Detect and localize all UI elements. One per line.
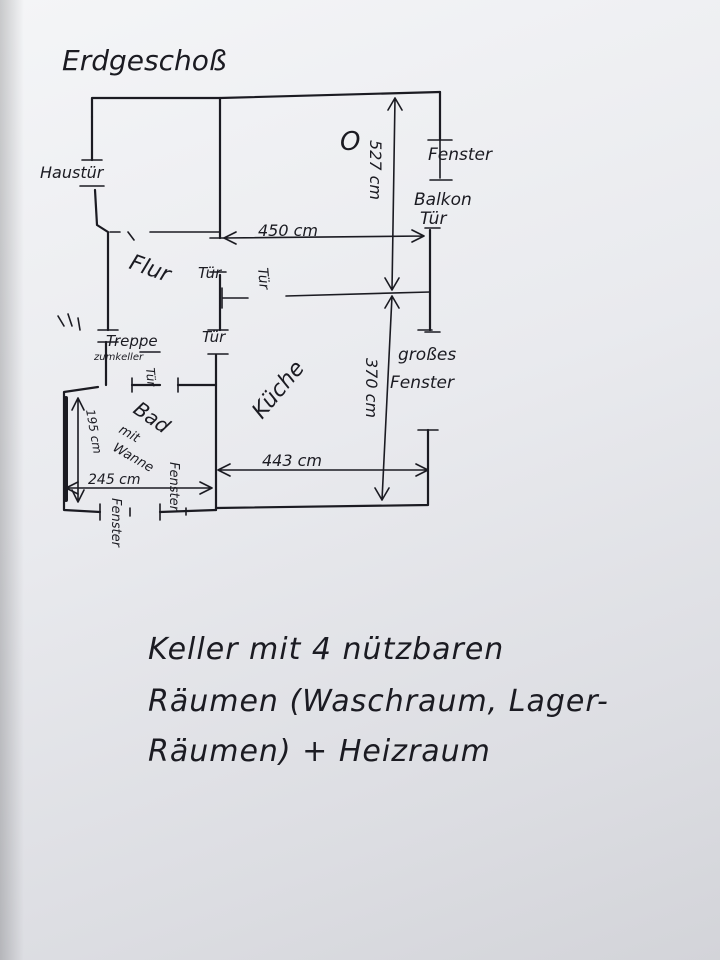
tuer-mid-mark (221, 287, 431, 309)
dim-450-line (223, 229, 425, 245)
room-bad-sub2: Wanne (110, 440, 156, 475)
label-balkon-tuer: Tür (420, 209, 447, 229)
room-kueche: Küche (247, 356, 309, 424)
left-wall-mid (93, 188, 110, 332)
dim-443-line (217, 463, 429, 477)
grosses-fenster-mark (417, 329, 439, 431)
label-tuer-mid: Tür (254, 267, 272, 291)
tuer-flur1-mark (109, 231, 221, 241)
note-line-1: Keller mit 4 nützbaren (148, 632, 505, 667)
dim-527-label: 527 cm (366, 140, 385, 200)
dim-450-label: 450 cm (258, 221, 318, 240)
label-tuer-flur1: Tür (198, 264, 222, 282)
dim-370-label: 370 cm (362, 358, 381, 418)
dim-527-line (384, 97, 403, 291)
label-fenster-bad-right: Fenster (166, 462, 181, 513)
haustuer-mark (79, 159, 105, 187)
dim-370-line (374, 295, 400, 501)
label-fenster-top: Fenster (428, 145, 493, 165)
label-fenster-bottom: Fenster (108, 498, 123, 549)
note-line-2: Räumen (Waschraum, Lager- (148, 684, 609, 719)
label-tuer-flur2: Tür (202, 328, 226, 346)
label-haustuer: Haustür (40, 163, 105, 182)
dim-195-label: 195 cm (83, 408, 105, 455)
fenster-top-mark (427, 139, 453, 181)
dim-443-label: 443 cm (262, 451, 322, 470)
label-zumkeller: zumkeller (93, 352, 144, 363)
bad-tuer-mark (131, 377, 179, 393)
bad-fenster-mark (99, 503, 161, 521)
room-flur: Flur (126, 250, 176, 288)
label-grosses: großes (398, 345, 456, 365)
dim-195-line (71, 397, 85, 503)
label-grosses-fenster: Fenster (390, 373, 455, 393)
circle-mark: O (340, 127, 360, 157)
label-bad-tuer: Tür (143, 367, 159, 388)
right-wall-bottom (214, 428, 430, 510)
note-line-3: Räumen) + Heizraum (148, 734, 491, 769)
dim-245-label: 245 cm (88, 472, 141, 488)
plan-title: Erdgeschoß (62, 44, 226, 77)
top-wall (90, 90, 442, 119)
treppe-mark (97, 329, 161, 353)
dimension-lines (65, 97, 429, 503)
label-treppe: Treppe (106, 332, 158, 350)
bad-bottom-wall (158, 508, 218, 514)
openings (64, 139, 453, 521)
stair-squiggle (57, 313, 81, 331)
label-balkon: Balkon (414, 190, 472, 210)
tuer-flur3-mark (207, 329, 229, 355)
balkon-tuer-mark (424, 227, 441, 333)
paper-edge-shadow (0, 0, 24, 960)
